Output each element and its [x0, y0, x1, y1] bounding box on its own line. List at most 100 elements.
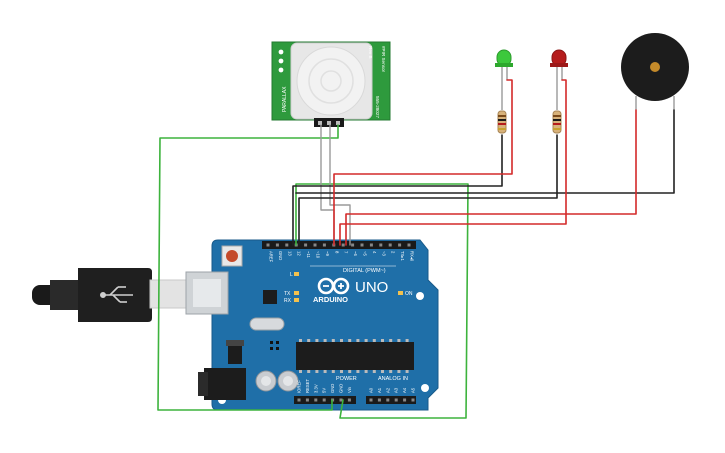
pin-label: A1	[377, 387, 382, 393]
wire-gnd-red-led[interactable]	[298, 134, 558, 246]
usb-interface-chip	[263, 290, 277, 304]
resistor-green[interactable]	[497, 110, 507, 134]
header-pin[interactable]	[407, 243, 411, 247]
wire-pir-gnd[interactable]	[320, 124, 335, 246]
chip-pin	[323, 339, 327, 342]
header-pin[interactable]	[322, 398, 326, 402]
header-pin[interactable]	[394, 398, 398, 402]
header-pin[interactable]	[386, 398, 390, 402]
header-pin[interactable]	[339, 398, 343, 402]
pin-label: ~9	[325, 251, 330, 256]
resistor-band	[498, 128, 506, 130]
header-pin[interactable]	[297, 398, 301, 402]
wire-d10-green-led[interactable]	[333, 79, 513, 246]
pir-fresnel-dome	[296, 46, 366, 116]
chip-pin	[372, 370, 376, 373]
pin-label: RESET	[305, 379, 310, 393]
mount-hole	[421, 384, 429, 392]
pir-right-label-3: #PIR Sensor	[381, 46, 386, 73]
header-pin[interactable]	[313, 243, 317, 247]
chip-pin	[364, 370, 368, 373]
pir-dome-ring	[308, 58, 354, 104]
chip-pin	[389, 339, 393, 342]
header-pin[interactable]	[411, 398, 415, 402]
pin-label: TX▸1	[400, 251, 405, 261]
header-pin[interactable]	[322, 243, 326, 247]
digital-label: DIGITAL (PWM~)	[343, 268, 386, 274]
header-pin[interactable]	[369, 398, 373, 402]
wire-gnd-loop[interactable]	[295, 183, 469, 419]
header-pin[interactable]	[304, 243, 308, 247]
header-pin[interactable]	[351, 243, 355, 247]
analog-header	[366, 396, 416, 404]
pir-motion-sensor[interactable]: PARALLAX 555-28027 Rev B #PIR Sensor	[271, 41, 391, 127]
pir-dome-ring	[320, 70, 342, 92]
header-pin[interactable]	[360, 243, 364, 247]
pin-label: IOREF	[297, 380, 302, 393]
usb-plug-metal	[149, 279, 189, 309]
pin-label: RX◂0	[410, 251, 415, 262]
chip-pin	[315, 370, 319, 373]
pir-right-label-1: 555-28027	[375, 96, 380, 118]
wire-gnd-green-led[interactable]	[292, 134, 503, 246]
header-pin[interactable]	[341, 243, 345, 247]
header-pin[interactable]	[314, 398, 318, 402]
voltage-regulator	[228, 346, 242, 364]
header-pin[interactable]	[377, 398, 381, 402]
pin-label: 3.3V	[313, 384, 318, 393]
chip-pin	[381, 370, 384, 373]
wire-pir-vcc-to-5v[interactable]	[157, 124, 339, 411]
pin-label: ~5	[363, 251, 368, 256]
chip-pin	[340, 370, 343, 373]
resistor-band	[498, 123, 506, 125]
chip-pin	[381, 339, 384, 342]
header-pin[interactable]	[379, 243, 383, 247]
header-pin[interactable]	[305, 398, 309, 402]
pin-label: ~10	[316, 251, 321, 259]
chip-pins	[299, 339, 409, 373]
header-pin[interactable]	[347, 398, 351, 402]
board-model-label: UNO	[355, 279, 388, 296]
pin-label: Vin	[347, 386, 352, 393]
pin-label: AREF	[269, 251, 274, 263]
resistor-red[interactable]	[552, 110, 562, 134]
header-pin[interactable]	[388, 243, 392, 247]
wire-d9-red-led[interactable]	[339, 79, 567, 246]
red-led[interactable]	[550, 49, 568, 110]
crystal-oscillator	[249, 317, 285, 331]
chip-pin	[315, 339, 319, 342]
usb-cable[interactable]	[32, 268, 189, 322]
reset-button-cap[interactable]	[226, 250, 238, 262]
header-pin[interactable]	[275, 243, 279, 247]
header-pin[interactable]	[266, 243, 270, 247]
chip-pin	[299, 339, 302, 342]
tx-led	[294, 291, 299, 295]
on-led	[398, 291, 403, 295]
pir-pin-gnd[interactable]	[318, 121, 322, 125]
pir-pin-vcc[interactable]	[336, 121, 340, 125]
chip-pin	[307, 339, 311, 342]
pin-label: ~3	[381, 251, 386, 256]
header-pin[interactable]	[285, 243, 289, 247]
analog-header-pins[interactable]	[369, 398, 415, 402]
header-pin[interactable]	[403, 398, 407, 402]
arduino-logo-text: ARDUINO	[313, 295, 348, 304]
pir-pin-out[interactable]	[327, 121, 331, 125]
buzzer-center	[650, 62, 660, 72]
wire-d8-buzzer[interactable]	[345, 109, 637, 246]
wire-pir-out-to-d7[interactable]	[329, 124, 351, 246]
chip-pin	[323, 370, 327, 373]
voltage-regulator-tab	[226, 340, 244, 346]
header-pin[interactable]	[369, 243, 373, 247]
tx-label: TX	[284, 291, 291, 297]
resistor-band	[553, 123, 561, 125]
wire-gnd-buzzer[interactable]	[295, 109, 675, 194]
header-pin[interactable]	[398, 243, 402, 247]
green-led[interactable]	[495, 49, 513, 110]
chip-pin	[389, 370, 393, 373]
red-led-rim	[550, 63, 568, 67]
usb-jack-inner	[193, 279, 221, 307]
piezo-buzzer[interactable]	[621, 33, 689, 110]
